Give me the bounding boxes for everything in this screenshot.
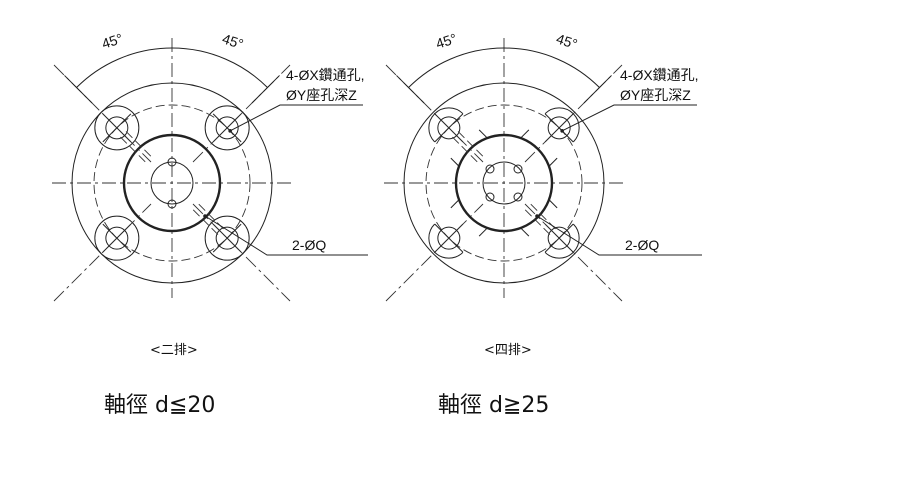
extension-line [64,75,93,104]
bolt-hole-circle [437,226,461,250]
pin-note-leader [204,215,368,256]
diagonal-centerline [53,64,152,163]
shaft-spec: 軸徑 d≦20 [104,393,215,418]
pin-hole-hidden-line [450,135,478,163]
pin-notch [167,157,177,167]
pin-hole-hidden-line [192,209,220,237]
lobe-edge [450,199,460,209]
figure-two-row [52,38,368,302]
hub-circle [454,133,554,233]
lobe-edge [450,157,460,167]
diagonal-centerline [192,64,291,163]
hole-note-line1: 4-ØX鑽通孔, [286,67,365,83]
bolt-circle [93,104,251,262]
pin-notch [513,164,523,174]
leader-arrow [203,214,207,218]
hole-note-line2: ØY座孔深Z [620,87,691,103]
pin-notch [485,192,495,202]
bolt-hole-circle [547,226,571,250]
extension-line [251,75,280,104]
hole-centermark [544,113,574,143]
lobe-edge [520,227,530,237]
bolt-hole-circle [215,226,239,250]
angle-dimension-arc [76,47,268,88]
bolt-hole-circle [547,116,571,140]
hub-circle [122,133,222,233]
pin-hole-hidden-line [124,129,152,157]
hole-note-leader [229,104,363,132]
counterbore-circle [204,215,250,261]
diagonal-centerline [524,203,623,302]
caption: <四排> [484,343,532,358]
diagonal-centerline [524,64,623,163]
lobe-edge [478,129,488,139]
leader-arrow [228,129,232,133]
diagonal-centerline [385,64,484,163]
pin-notch [485,164,495,174]
hole-centermark [212,113,242,143]
angle-label-left: 45° [434,30,459,52]
angle-dimension-arc [408,47,600,88]
diagonal-centerline [192,203,291,302]
counterbore-circle [204,105,250,151]
pin-hole-hidden-line [524,209,552,237]
hole-centermark [212,223,242,253]
extension-line [583,75,612,104]
pin-note: 2-ØQ [292,237,326,253]
lobe-edge [548,157,558,167]
lobe-edge [478,227,488,237]
extension-line [396,75,425,104]
hole-note-line1: 4-ØX鑽通孔, [620,67,699,83]
caption: <二排> [150,343,198,358]
lobe-edge [520,129,530,139]
pin-note: 2-ØQ [625,237,659,253]
counterbore-circle [94,105,140,151]
diagonal-centerline [385,203,484,302]
outer-flange-circle [403,82,605,284]
outer-flange-circle [71,82,273,284]
pin-hole-hidden-line [118,135,146,163]
angle-label-right: 45° [220,30,245,52]
lobe-edge [548,199,558,209]
diagonal-centerline [53,203,152,302]
bolt-hole-circle [105,226,129,250]
pin-notch [513,192,523,202]
angle-label-left: 45° [100,30,125,52]
pin-notch [167,199,177,209]
shaft-spec: 軸徑 d≧25 [438,393,549,418]
hole-note-leader [561,104,697,132]
bore-circle [150,161,194,205]
bolt-hole-circle [437,116,461,140]
figure-four-row [384,38,702,302]
hole-note-line2: ØY座孔深Z [286,87,357,103]
leader-arrow [560,129,564,133]
bolt-hole-circle [105,116,129,140]
hole-centermark [544,223,574,253]
bolt-circle [425,104,583,262]
leader-arrow [535,214,539,218]
bolt-hole-circle [215,116,239,140]
counterbore-circle [94,215,140,261]
pin-hole-hidden-line [456,129,484,157]
bore-circle [482,161,526,205]
pin-note-leader [536,215,702,256]
angle-label-right: 45° [554,30,579,52]
